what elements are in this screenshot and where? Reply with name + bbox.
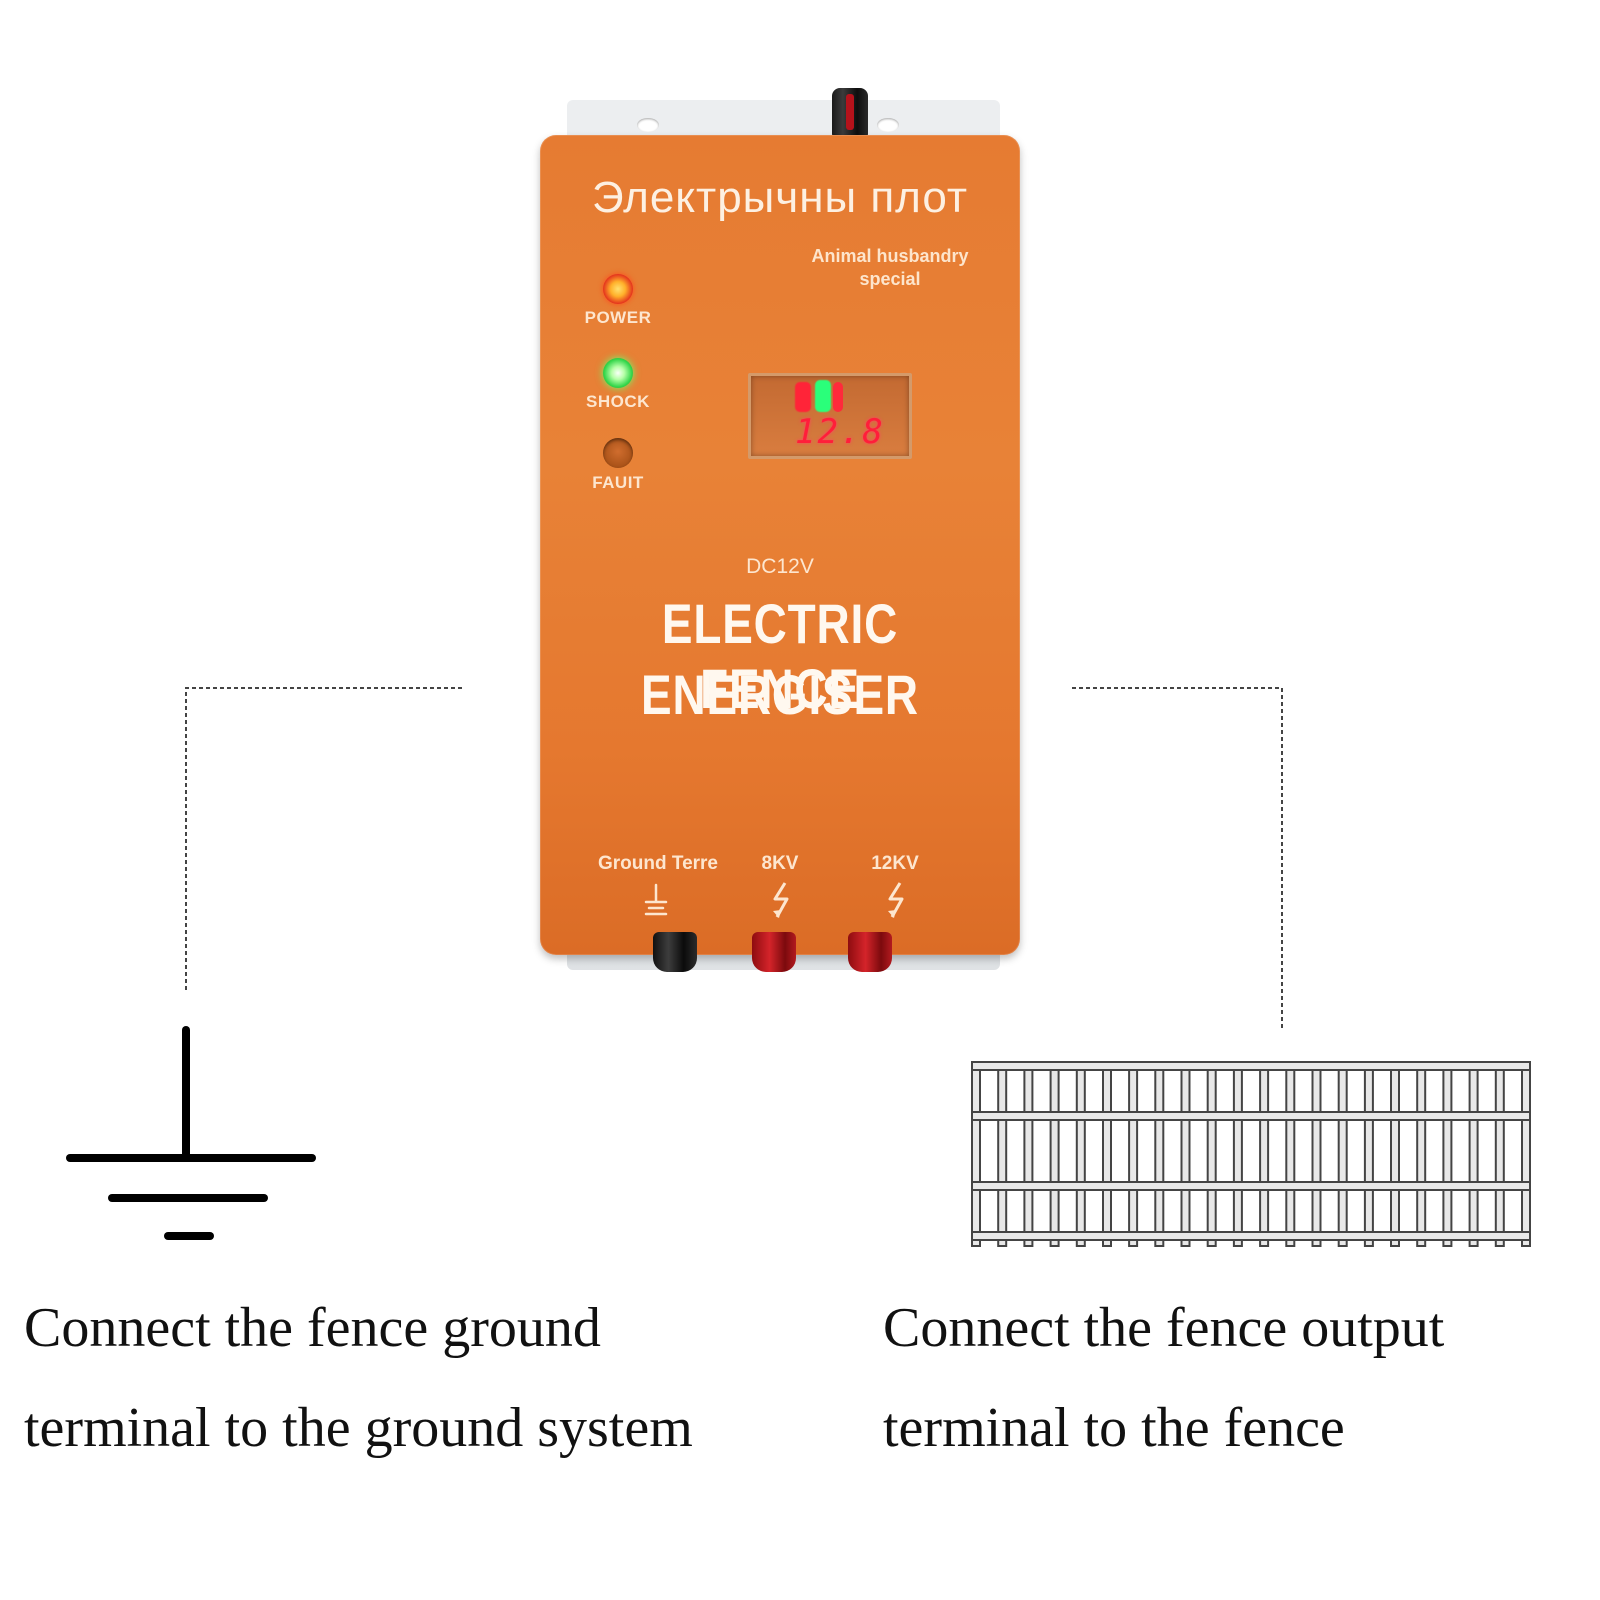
power-led-icon (603, 274, 633, 304)
fence-caption: Connect the fence output terminal to the… (883, 1278, 1444, 1478)
ground-terminal-label: Ground Terre (598, 853, 718, 874)
mount-hole-left (637, 118, 659, 132)
fence-rail (971, 1231, 1531, 1241)
fence-rail (971, 1111, 1531, 1121)
fence-picket (1206, 1061, 1217, 1247)
ground-binding-post[interactable] (653, 932, 697, 972)
mount-hole-right (877, 118, 899, 132)
shock-led-icon (603, 358, 633, 388)
shock-label: SHOCK (586, 392, 650, 411)
fence-picket (1180, 1061, 1191, 1247)
fence-picket (997, 1061, 1008, 1247)
product-name-line-1: ELECTRIC FENCE (661, 592, 899, 720)
fence-picket (1023, 1061, 1034, 1247)
fence-picket (1468, 1061, 1479, 1247)
large-ground-symbol-icon (66, 1026, 316, 1240)
fault-led-icon (603, 438, 633, 468)
fence-picket (1416, 1061, 1427, 1247)
energiser-body: Электрычны плот Animal husbandry special… (540, 135, 1020, 955)
lightning-icon (773, 882, 789, 918)
fence-picket (1075, 1061, 1086, 1247)
display-bar-green (815, 380, 831, 412)
fence-caption-line-1: Connect the fence output (883, 1297, 1445, 1359)
fence-picket (1232, 1061, 1243, 1247)
lightning-icon (888, 882, 904, 918)
fence-picket (1049, 1061, 1060, 1247)
fence-picket (1154, 1061, 1165, 1247)
fence-picket (1337, 1061, 1348, 1247)
12kv-terminal-label: 12KV (871, 853, 919, 874)
digital-display: 12.8 (748, 373, 912, 459)
voltage-label: DC12V (746, 555, 814, 578)
device-tagline: Animal husbandry special (811, 246, 969, 289)
display-value: 12.8 (795, 412, 885, 452)
fence-picket (1259, 1061, 1270, 1247)
product-name-line-2: ENERGISER (641, 663, 919, 726)
ground-caption-line-1: Connect the fence ground (24, 1297, 601, 1359)
fence-caption-line-2: terminal to the fence (883, 1397, 1345, 1459)
fence-picket (1102, 1061, 1112, 1247)
fence-rail (971, 1181, 1531, 1191)
fault-label: FAUIT (592, 473, 644, 492)
8kv-binding-post[interactable] (752, 932, 796, 972)
display-bar-red-2 (833, 382, 843, 412)
fence-picket (1442, 1061, 1453, 1247)
device-title: Электрычны плот (591, 173, 969, 222)
fence-picket (971, 1061, 981, 1247)
fence-connector-line (1072, 687, 1283, 1030)
fence-picket (1521, 1061, 1531, 1247)
ground-symbol-icon (644, 883, 668, 916)
fence-picket (1363, 1061, 1374, 1247)
fence-picket (1128, 1061, 1139, 1247)
ground-caption-line-2: terminal to the ground system (24, 1397, 693, 1459)
fence-picket (1285, 1061, 1296, 1247)
fence-picket (1390, 1061, 1400, 1247)
display-bar-red (795, 382, 811, 412)
fence-picket (1311, 1061, 1322, 1247)
12kv-binding-post[interactable] (848, 932, 892, 972)
ground-caption: Connect the fence ground terminal to the… (24, 1278, 693, 1478)
adjust-knob[interactable] (832, 88, 868, 138)
power-label: POWER (584, 308, 652, 327)
fence-rail (971, 1061, 1531, 1071)
fence-picket (1494, 1061, 1505, 1247)
ground-connector-line (185, 687, 462, 990)
fence-icon (971, 1061, 1531, 1247)
8kv-terminal-label: 8KV (761, 853, 799, 874)
